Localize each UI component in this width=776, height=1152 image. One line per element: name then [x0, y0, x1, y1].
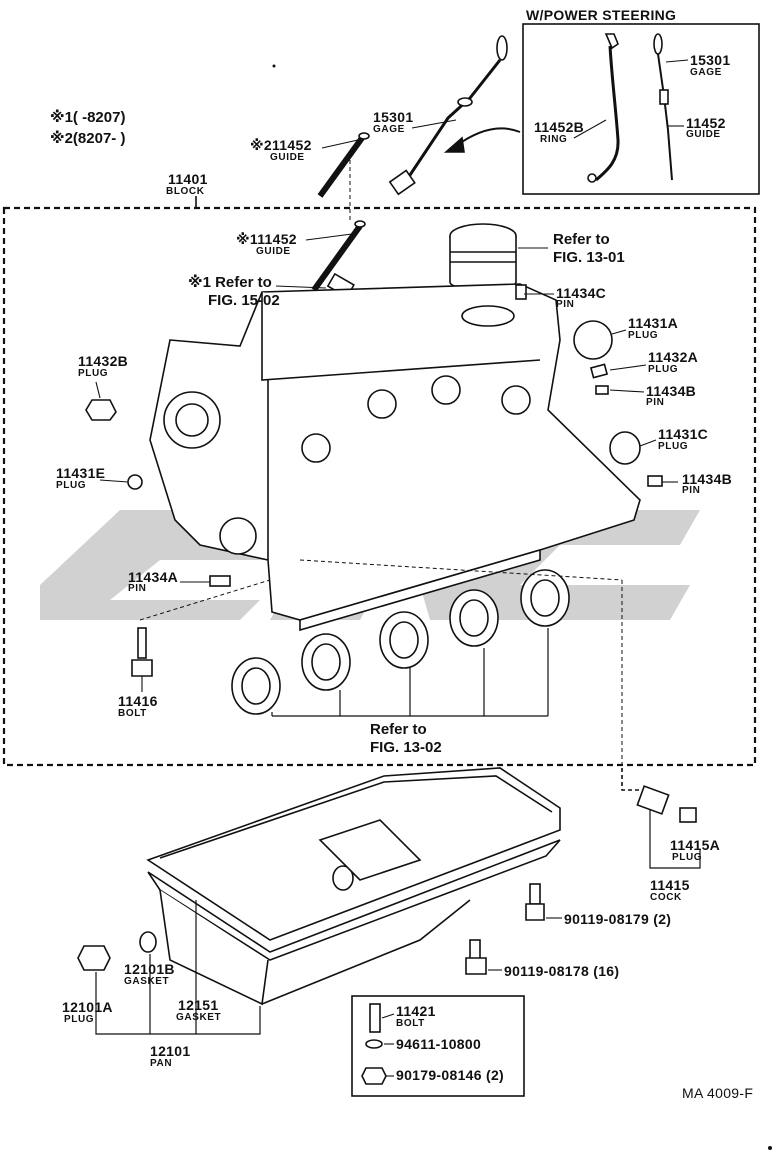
- ref-15-02-line1: ※1 Refer to: [188, 274, 272, 291]
- gasket-12101b-number: 12101B: [124, 961, 175, 977]
- pin-11434b-upper-name: PIN: [646, 397, 665, 408]
- washer-94611-10800: 94611-10800: [396, 1036, 482, 1052]
- fastener-box: [351, 995, 525, 1097]
- pin-11434c-number: 11434C: [556, 285, 607, 301]
- cock-illustration: [636, 785, 697, 823]
- pan-12101-number: 12101: [150, 1043, 191, 1059]
- oil-pan-illustration: [146, 767, 561, 1006]
- guide-1-number: ※111452: [236, 231, 297, 247]
- pin-11434b-lower-name: PIN: [682, 485, 701, 496]
- plug-11415a-number: 11415A: [670, 837, 721, 853]
- block-dashed-border: [2, 206, 757, 767]
- power-steering-title: W/POWER STEERING: [526, 7, 677, 23]
- plug-11431c-number: 11431C: [658, 426, 709, 442]
- plug-11415a-name: PLUG: [672, 852, 703, 863]
- ref-13-02-line2: FIG. 13-02: [370, 739, 442, 756]
- ps-guide-name: GUIDE: [686, 129, 721, 140]
- cock-11415-number: 11415: [650, 877, 690, 893]
- gasket-12151-name: GASKET: [176, 1012, 222, 1023]
- ref-15-02-line2: FIG. 15-02: [208, 292, 280, 309]
- block-number: 11401: [168, 171, 208, 187]
- pan-plug-illustration: [77, 931, 157, 971]
- ref-13-02-line1: Refer to: [370, 721, 427, 738]
- bolt-11421-name: BOLT: [396, 1018, 425, 1029]
- plug-11431e-number: 11431E: [56, 465, 106, 481]
- bolt-90119-08179: 90119-08179 (2): [564, 911, 672, 927]
- ps-gage-illustration: [587, 33, 673, 183]
- ref-13-01-line2: FIG. 13-01: [553, 249, 625, 266]
- block-name: BLOCK: [166, 186, 205, 197]
- guide-2-name: GUIDE: [270, 152, 305, 163]
- plug-12101a-number: 12101A: [62, 999, 113, 1015]
- fastener-illustration: [361, 1003, 387, 1085]
- cock-11415-name: COCK: [650, 892, 682, 903]
- plug-11432a-name: PLUG: [648, 364, 679, 375]
- bearings-illustration: [231, 569, 570, 715]
- guide-2-illustration: [317, 132, 370, 198]
- power-steering-box: [522, 23, 760, 195]
- bolt-11416-name: BOLT: [118, 708, 147, 719]
- note-1: ※1( -8207): [50, 109, 126, 126]
- gage-main-illustration: [388, 35, 508, 196]
- bolt-90119-08178: 90119-08178 (16): [504, 963, 620, 979]
- note-2: ※2(8207- ): [50, 130, 126, 147]
- nut-90179-08146: 90179-08146 (2): [396, 1067, 505, 1083]
- plug-11431a-name: PLUG: [628, 330, 659, 341]
- guide-1-illustration: [311, 220, 366, 299]
- ps-guide-number: 11452: [686, 115, 726, 131]
- gage-main-name: GAGE: [373, 124, 405, 135]
- gasket-12151-number: 12151: [178, 997, 219, 1013]
- pin-11434b-upper-number: 11434B: [646, 383, 697, 399]
- gasket-12101b-name: GASKET: [124, 976, 170, 987]
- ps-arrow: [455, 127, 521, 147]
- guide-2-number: ※211452: [250, 137, 312, 153]
- plug-11431e-name: PLUG: [56, 480, 87, 491]
- ref-13-01-line1: Refer to: [553, 231, 610, 248]
- engine-block-illustration: [149, 283, 641, 632]
- pan-bolts-illustration: [465, 883, 545, 975]
- pin-11434b-lower-number: 11434B: [682, 471, 733, 487]
- ps-gage-name: GAGE: [690, 67, 722, 78]
- leader-lines: [95, 59, 689, 1077]
- ps-gage-number: 15301: [690, 52, 731, 68]
- plug-11431c-name: PLUG: [658, 441, 689, 452]
- plug-12101a-name: PLUG: [64, 1014, 95, 1025]
- bolt-11416-number: 11416: [118, 693, 158, 709]
- plug-11432a-number: 11432A: [648, 349, 699, 365]
- gage-main-number: 15301: [373, 109, 414, 125]
- plug-11431a-number: 11431A: [628, 315, 679, 331]
- guide-1-name: GUIDE: [256, 246, 291, 257]
- pan-12101-name: PAN: [150, 1058, 173, 1069]
- dashed-hints: [139, 160, 623, 768]
- bolt-11421-number: 11421: [396, 1003, 436, 1019]
- plug-11432b-name: PLUG: [78, 368, 109, 379]
- pin-11434c-name: PIN: [556, 299, 575, 310]
- pin-11434a-number: 11434A: [128, 569, 179, 585]
- ps-ring-name: RING: [540, 134, 568, 145]
- plug-11432b-number: 11432B: [78, 353, 129, 369]
- small-parts-illustration: [85, 284, 663, 677]
- figure-code: MA 4009-F: [682, 1085, 754, 1101]
- pin-11434a-name: PIN: [128, 583, 147, 594]
- ps-ring-number: 11452B: [534, 119, 585, 135]
